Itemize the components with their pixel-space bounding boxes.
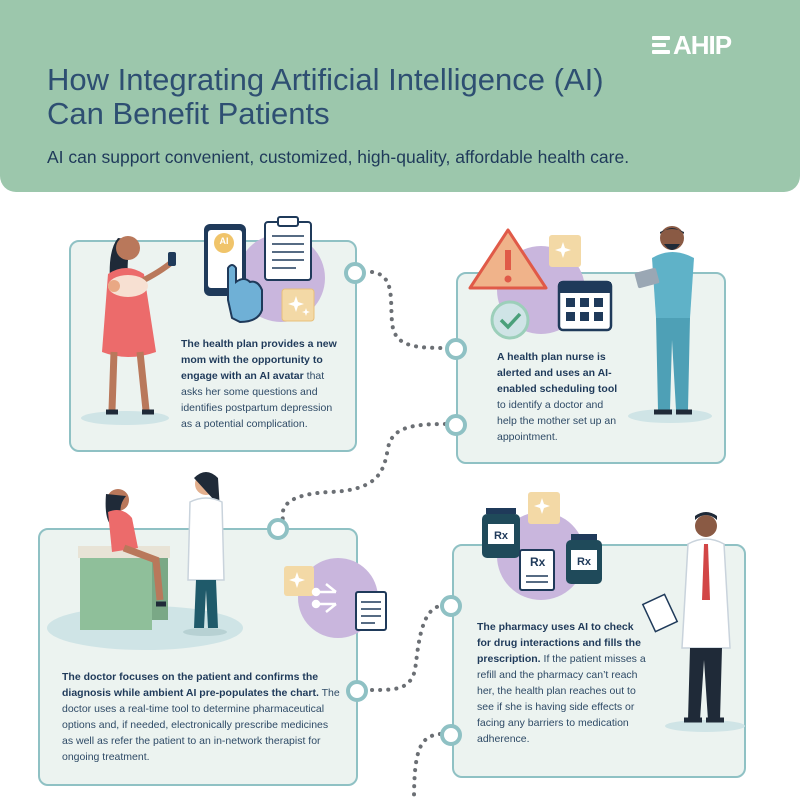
step-3-text: The doctor focuses on the patient and co… (62, 669, 342, 765)
step-3-rest: The doctor uses a real-time tool to dete… (62, 687, 340, 763)
document-icon (355, 591, 387, 631)
connector-dot (440, 724, 462, 746)
step-4-text: The pharmacy uses AI to check for drug i… (477, 619, 649, 747)
sparkle-icon (549, 235, 581, 267)
svg-text:Rx: Rx (494, 530, 509, 542)
step-3-bold: The doctor focuses on the patient and co… (62, 671, 319, 699)
connector-dot (440, 595, 462, 617)
logo-text: AHIP (673, 29, 732, 60)
connector-dot (445, 338, 467, 360)
step-1-text: The health plan provides a new mom with … (181, 336, 346, 432)
page-subtitle: AI can support convenient, customized, h… (47, 147, 630, 167)
connector-dot (445, 414, 467, 436)
connector-dot (346, 680, 368, 702)
step-2-text: A health plan nurse is alerted and uses … (497, 349, 622, 445)
connector-dot (344, 262, 366, 284)
step-4-bold: The pharmacy uses AI to check for drug i… (477, 621, 641, 665)
step-4-rest: If the patient misses a refill and the p… (477, 653, 646, 745)
header-banner: AHIP How Integrating Artificial Intellig… (0, 0, 800, 192)
step-2-bold: A health plan nurse is alerted and uses … (497, 351, 618, 395)
connector-1-2 (370, 270, 447, 350)
connector-4-next (412, 732, 442, 800)
connector-3-4 (370, 604, 442, 692)
page-title: How Integrating Artificial Intelligence … (47, 62, 604, 131)
connector-dot (267, 518, 289, 540)
phone-ai-badge: AI (219, 236, 229, 246)
step-2-rest: to identify a doctor and help the mother… (497, 399, 617, 443)
step-1-bold: The health plan provides a new mom with … (181, 338, 337, 382)
ahip-logo: AHIP (652, 30, 752, 60)
sparkle-icon (528, 492, 560, 524)
step-1-rest: that asks her some questions and identif… (181, 370, 333, 430)
logo-bars-icon (652, 36, 670, 54)
